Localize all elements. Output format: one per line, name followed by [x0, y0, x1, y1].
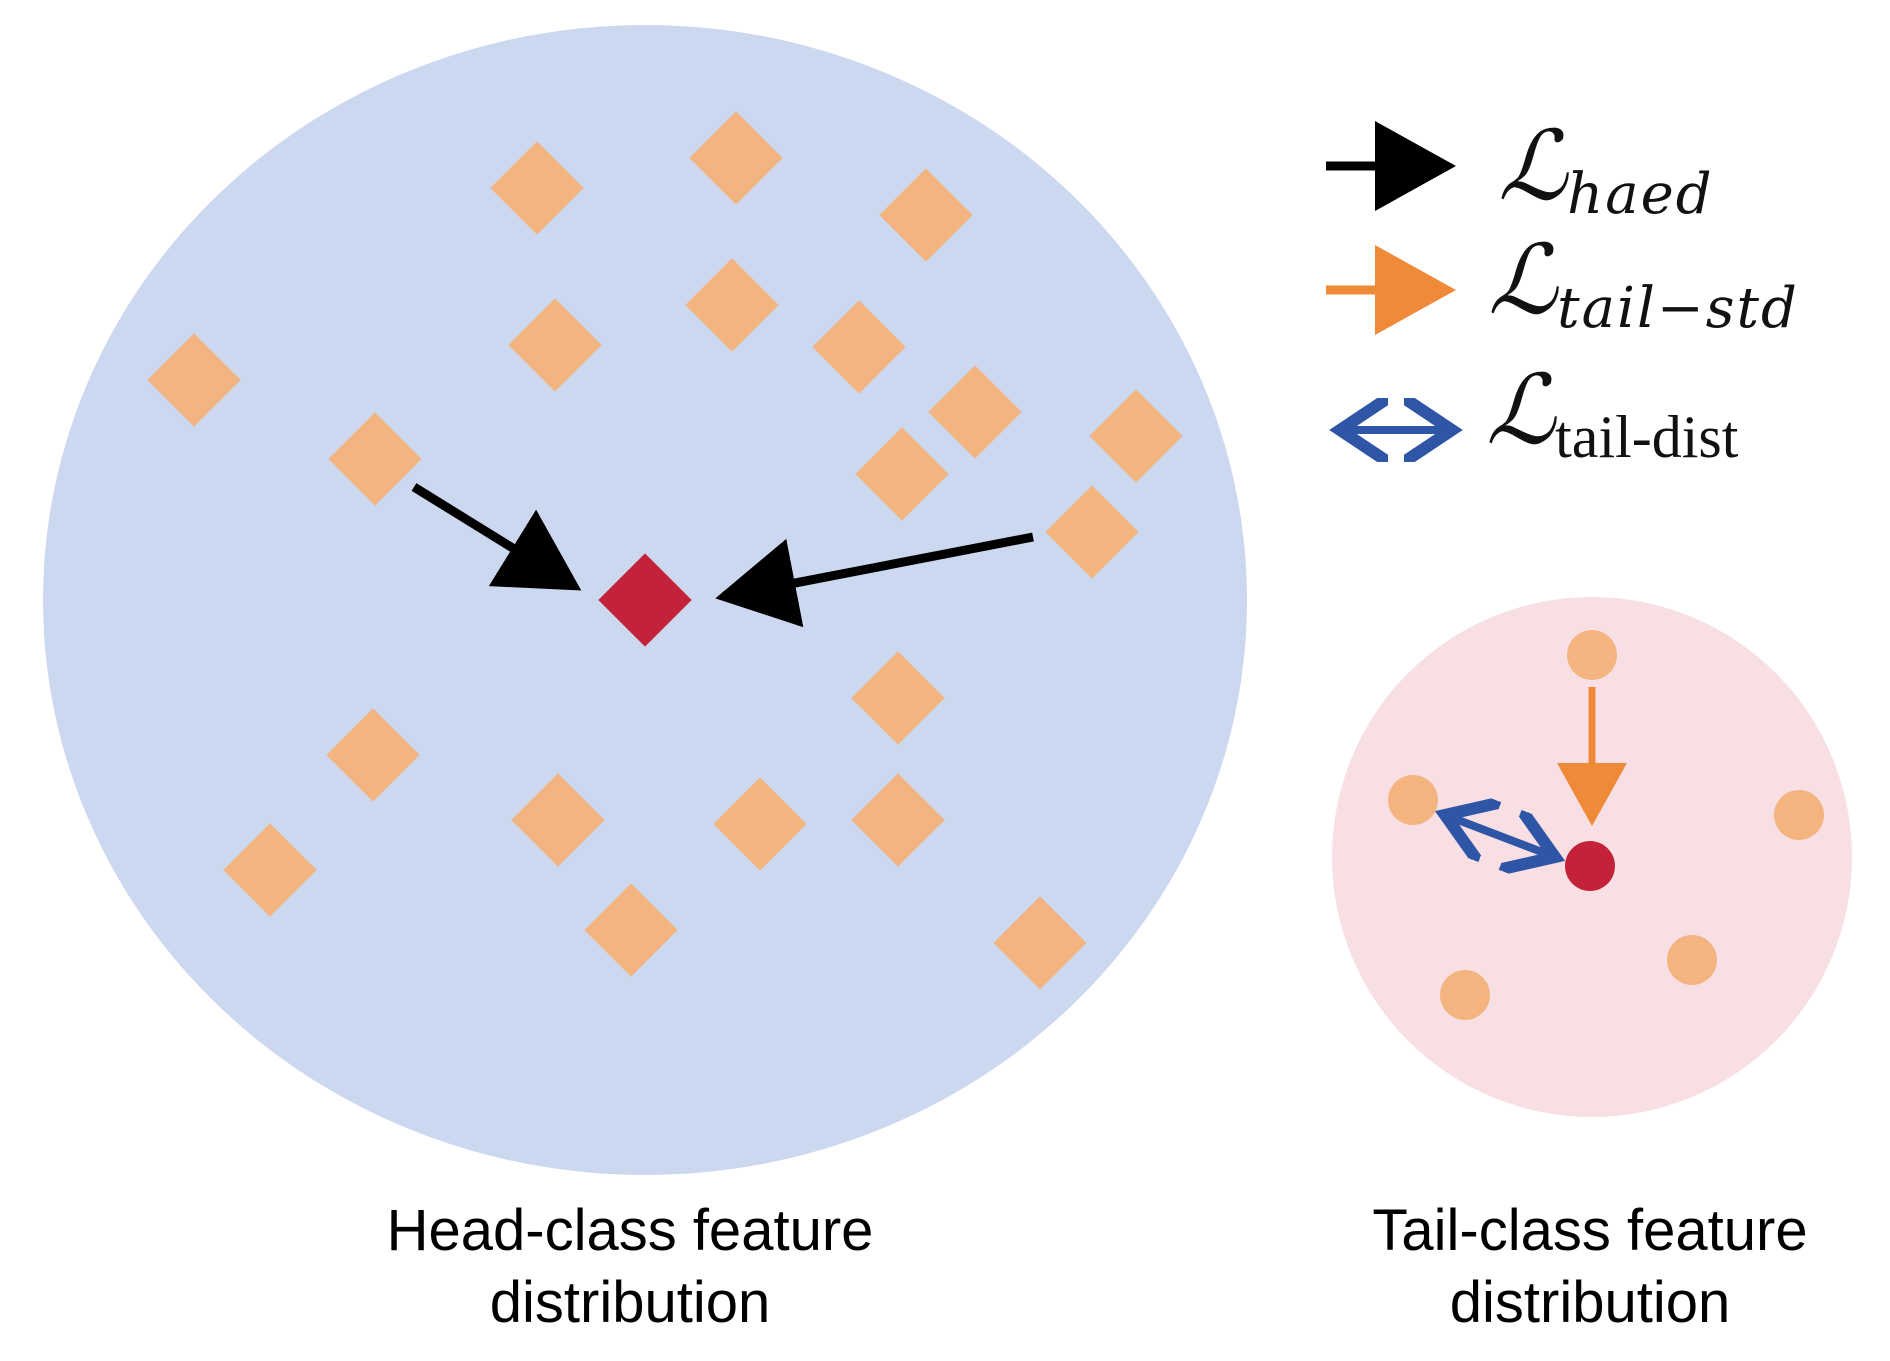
caption-line: distribution: [1449, 1270, 1731, 1335]
tail-dist-arrow: [1445, 815, 1555, 857]
head-loss-arrow-left: [411, 483, 582, 591]
caption-line: Tail-class feature: [1372, 1198, 1808, 1263]
legend-subscript: haed: [1567, 162, 1714, 227]
tail-feature-points: [1388, 630, 1824, 1020]
legend-script-symbol: ℒ: [1486, 354, 1556, 466]
tail-class-caption: Tail-class feature distribution: [1280, 1195, 1890, 1339]
legend-script-symbol: ℒ: [1498, 110, 1568, 222]
legend-subscript: tail−std: [1557, 276, 1799, 341]
legend-subscript: tail-dist: [1555, 404, 1739, 470]
head-loss-arrow-right: [715, 532, 1034, 628]
caption-line: distribution: [489, 1270, 771, 1335]
legend-label-tail-std-loss: ℒtail−std: [1488, 232, 1799, 341]
tail-feature-point: [1667, 935, 1717, 985]
head-feature-point: [1089, 389, 1183, 483]
tail-class-center: [1565, 841, 1615, 891]
tail-feature-point: [1774, 790, 1824, 840]
legend-script-symbol: ℒ: [1488, 224, 1558, 336]
legend-label-tail-dist-loss: ℒtail-dist: [1486, 362, 1738, 470]
legend-label-head-loss: ℒhaed: [1498, 118, 1714, 227]
caption-line: Head-class feature: [386, 1198, 874, 1263]
head-feature-point: [1045, 485, 1139, 579]
head-class-caption: Head-class feature distribution: [330, 1195, 930, 1339]
tail-feature-point: [1567, 630, 1617, 680]
tail-feature-point: [1440, 970, 1490, 1020]
tail-feature-point: [1388, 775, 1438, 825]
